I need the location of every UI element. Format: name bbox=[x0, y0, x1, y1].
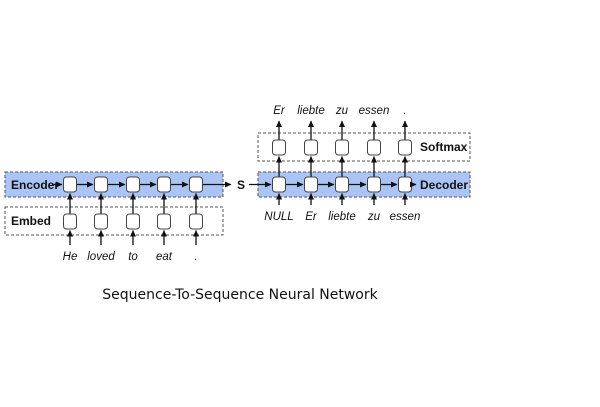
decoder-cell bbox=[367, 176, 381, 193]
input-word: to bbox=[128, 251, 138, 263]
decoder-label: Decoder bbox=[420, 178, 468, 192]
softmax-cell bbox=[335, 139, 349, 156]
encoder-cell bbox=[126, 176, 140, 193]
encoder-cell bbox=[189, 176, 203, 193]
decoder-input-word: zu bbox=[367, 211, 381, 223]
embed-cell bbox=[94, 213, 108, 230]
output-word: zu bbox=[335, 105, 349, 117]
input-word: eat bbox=[156, 251, 173, 263]
embed-cell bbox=[63, 213, 77, 230]
encoder-label: Encoder bbox=[11, 178, 59, 192]
embed-cell bbox=[189, 213, 203, 230]
softmax-label: Softmax bbox=[420, 140, 468, 154]
input-word: He bbox=[63, 251, 78, 263]
softmax-cell bbox=[398, 139, 412, 156]
input-word: loved bbox=[87, 251, 115, 263]
state-label: S bbox=[237, 178, 245, 192]
diagram-caption: Sequence-To-Sequence Neural Network bbox=[102, 287, 378, 303]
decoder-cell bbox=[398, 176, 412, 193]
decoder-cell bbox=[335, 176, 349, 193]
input-word: . bbox=[194, 251, 197, 263]
decoder-input-word: liebte bbox=[328, 211, 356, 223]
softmax-cell bbox=[304, 139, 318, 156]
decoder-input-word: essen bbox=[390, 211, 421, 223]
output-word: essen bbox=[359, 105, 390, 117]
output-word: . bbox=[403, 105, 406, 117]
embed-row bbox=[4, 206, 224, 236]
decoder-input-word: Er bbox=[305, 211, 318, 223]
output-word: Er bbox=[273, 105, 286, 117]
decoder-cell bbox=[272, 176, 286, 193]
embed-cell bbox=[126, 213, 140, 230]
decoder-input-word: NULL bbox=[264, 211, 293, 223]
softmax-cell bbox=[272, 139, 286, 156]
encoder-cell bbox=[157, 176, 171, 193]
softmax-row bbox=[257, 132, 471, 162]
decoder-cell bbox=[304, 176, 318, 193]
softmax-cell bbox=[367, 139, 381, 156]
output-word: liebte bbox=[297, 105, 325, 117]
encoder-cell bbox=[63, 176, 77, 193]
encoder-cell bbox=[94, 176, 108, 193]
embed-cell bbox=[157, 213, 171, 230]
embed-label: Embed bbox=[11, 214, 51, 228]
